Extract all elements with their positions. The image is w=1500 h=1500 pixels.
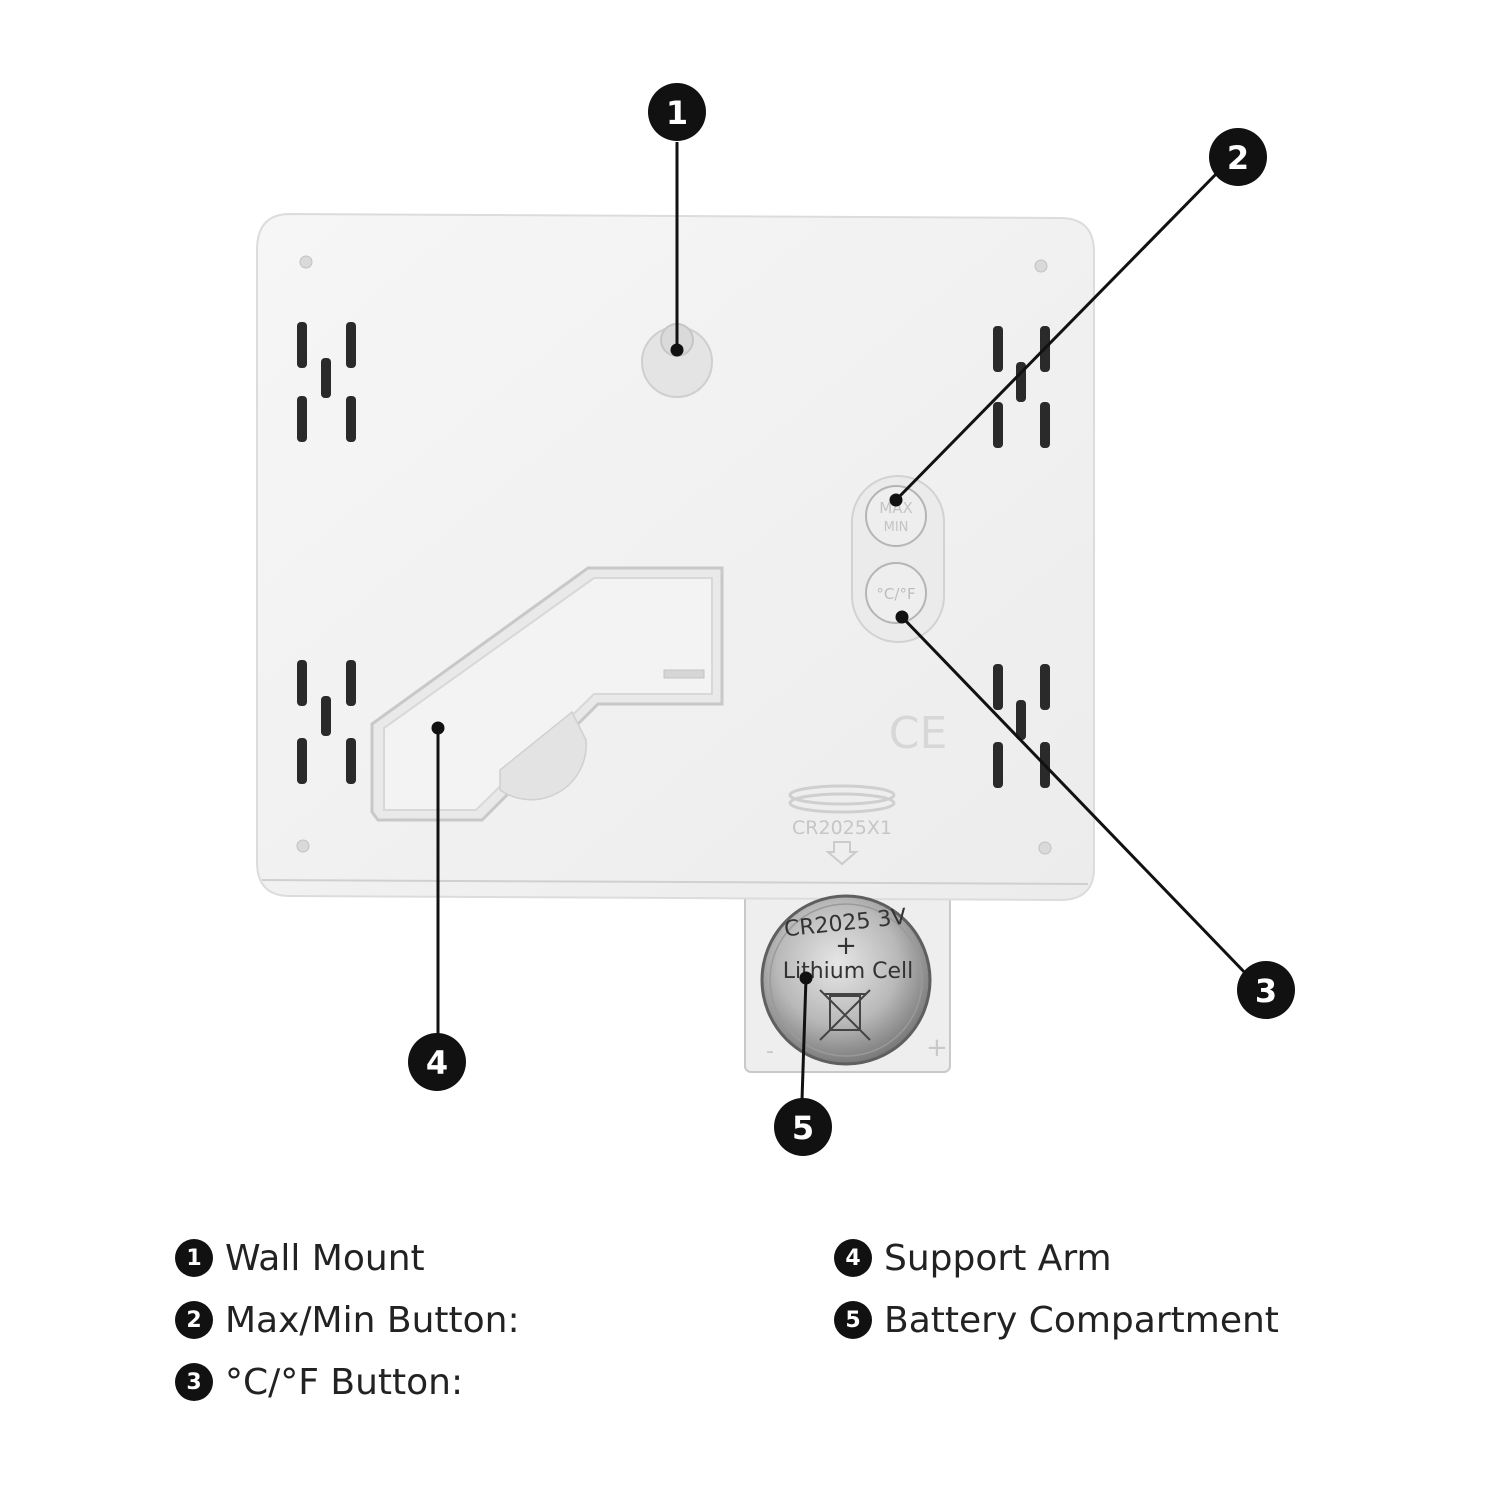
- callout-2: 2: [1209, 128, 1267, 186]
- callout-4: 4: [408, 1033, 466, 1091]
- legend-number: 5: [834, 1301, 872, 1339]
- temperature-unit-button[interactable]: °C/°F: [865, 562, 927, 624]
- legend-item-support-arm: 4 Support Arm: [834, 1228, 1112, 1288]
- callout-1-number: 1: [666, 94, 688, 132]
- leader-line-2: [894, 168, 1222, 502]
- callout-2-number: 2: [1227, 139, 1249, 177]
- battery-plus-symbol: +: [835, 931, 857, 961]
- battery-spec-label: CR2025X1: [792, 817, 892, 839]
- leader-lines: [431, 142, 1252, 1101]
- temperature-unit-button-label: °C/°F: [876, 585, 915, 603]
- legend-item-temperature-unit-button: 3 °C/°F Button:: [175, 1352, 463, 1412]
- callout-1: 1: [648, 83, 706, 141]
- legend-number: 3: [175, 1363, 213, 1401]
- recycle-bin-icon: [819, 989, 871, 1041]
- tray-minus-symbol: -: [766, 1039, 774, 1064]
- max-min-button[interactable]: MAX MIN: [865, 485, 927, 547]
- legend-item-max-min-button: 2 Max/Min Button:: [175, 1290, 520, 1350]
- legend-number: 2: [175, 1301, 213, 1339]
- legend-item-battery-compartment: 5 Battery Compartment: [834, 1290, 1279, 1350]
- legend-label: Max/Min Button:: [225, 1299, 520, 1341]
- max-min-button-label-top: MAX: [879, 499, 912, 517]
- max-min-button-label-bottom: MIN: [884, 520, 909, 535]
- tray-plus-symbol: +: [926, 1033, 948, 1063]
- callout-5: 5: [774, 1098, 832, 1156]
- legend-number: 4: [834, 1239, 872, 1277]
- battery-spec-marking: CR2025X1: [788, 784, 896, 866]
- legend-label: Wall Mount: [225, 1237, 425, 1279]
- vent-slots: [297, 322, 1050, 788]
- leader-line-5: [800, 977, 808, 1101]
- legend-label: Support Arm: [884, 1237, 1112, 1279]
- callout-5-number: 5: [792, 1109, 814, 1147]
- legend-label: Battery Compartment: [884, 1299, 1279, 1341]
- leader-line-3: [900, 615, 1252, 980]
- coin-battery: CR2025 3V + Lithium Cell: [760, 894, 932, 1066]
- support-arm: [370, 566, 724, 822]
- callout-4-number: 4: [426, 1044, 448, 1082]
- legend-number: 1: [175, 1239, 213, 1277]
- callout-3-number: 3: [1255, 972, 1277, 1010]
- callout-3: 3: [1237, 961, 1295, 1019]
- ce-mark: CE: [889, 708, 948, 759]
- legend-item-wall-mount: 1 Wall Mount: [175, 1228, 425, 1288]
- legend-label: °C/°F Button:: [225, 1361, 464, 1403]
